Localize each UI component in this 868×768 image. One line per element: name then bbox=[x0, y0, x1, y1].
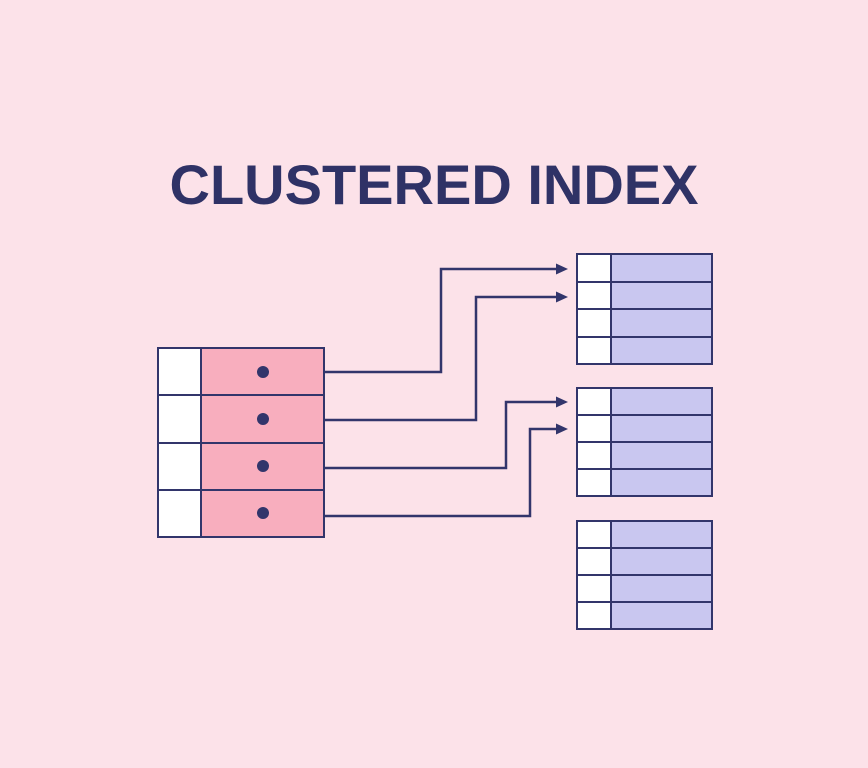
index-to-row-arrow-1 bbox=[325, 263, 568, 374]
data-page-row-key-cell bbox=[578, 337, 610, 363]
index-to-row-arrow-3 bbox=[325, 396, 568, 470]
data-page-row-value-cell bbox=[612, 310, 711, 336]
data-page-row-value-cell bbox=[612, 337, 711, 363]
index-to-row-arrow-4 bbox=[325, 423, 568, 518]
index-row-value-cell bbox=[202, 490, 323, 536]
data-page-row bbox=[578, 549, 711, 574]
record-pointer-dot bbox=[256, 412, 269, 425]
data-page-row-value-cell bbox=[612, 603, 711, 628]
record-pointer-dot bbox=[256, 460, 269, 473]
index-row bbox=[159, 349, 323, 395]
index-row-key-cell bbox=[159, 349, 200, 395]
data-page-row-value-cell bbox=[612, 576, 711, 601]
index-row-key-cell bbox=[159, 443, 200, 489]
diagram-title: CLUSTERED INDEX bbox=[169, 153, 699, 216]
index-row bbox=[159, 490, 323, 536]
clustered-index-table bbox=[157, 347, 325, 538]
index-row-value-cell bbox=[202, 349, 323, 395]
data-page-row bbox=[578, 255, 711, 281]
data-page-row bbox=[578, 576, 711, 601]
data-page-row-value-cell bbox=[612, 389, 711, 414]
index-row-value-cell bbox=[202, 443, 323, 489]
data-page-row bbox=[578, 443, 711, 468]
data-page-row-key-cell bbox=[578, 576, 610, 601]
data-page-row bbox=[578, 310, 711, 336]
data-page-row bbox=[578, 603, 711, 628]
index-row bbox=[159, 443, 323, 489]
data-page-row bbox=[578, 337, 711, 363]
index-row-key-cell bbox=[159, 396, 200, 442]
data-page-row-key-cell bbox=[578, 416, 610, 441]
data-page-row-value-cell bbox=[612, 282, 711, 308]
data-page-row-key-cell bbox=[578, 255, 610, 281]
data-page-table-3 bbox=[576, 520, 713, 630]
data-page-row bbox=[578, 389, 711, 414]
index-row-value-cell bbox=[202, 396, 323, 442]
data-page-row bbox=[578, 522, 711, 547]
record-pointer-dot bbox=[256, 507, 269, 520]
index-row bbox=[159, 396, 323, 442]
data-page-row-key-cell bbox=[578, 282, 610, 308]
data-page-row-value-cell bbox=[612, 443, 711, 468]
data-page-row-value-cell bbox=[612, 255, 711, 281]
data-page-row-key-cell bbox=[578, 603, 610, 628]
index-to-row-arrow-2 bbox=[325, 291, 568, 422]
data-page-row-value-cell bbox=[612, 549, 711, 574]
data-page-row-key-cell bbox=[578, 470, 610, 495]
data-page-row-key-cell bbox=[578, 310, 610, 336]
data-page-table-2 bbox=[576, 387, 713, 497]
data-page-table-1 bbox=[576, 253, 713, 365]
data-page-row-value-cell bbox=[612, 416, 711, 441]
data-page-row bbox=[578, 282, 711, 308]
data-page-row-key-cell bbox=[578, 389, 610, 414]
data-page-row bbox=[578, 470, 711, 495]
data-page-row-key-cell bbox=[578, 443, 610, 468]
index-row-key-cell bbox=[159, 490, 200, 536]
data-page-row-key-cell bbox=[578, 522, 610, 547]
data-page-row bbox=[578, 416, 711, 441]
data-page-row-value-cell bbox=[612, 470, 711, 495]
data-page-row-value-cell bbox=[612, 522, 711, 547]
data-page-row-key-cell bbox=[578, 549, 610, 574]
record-pointer-dot bbox=[256, 365, 269, 378]
